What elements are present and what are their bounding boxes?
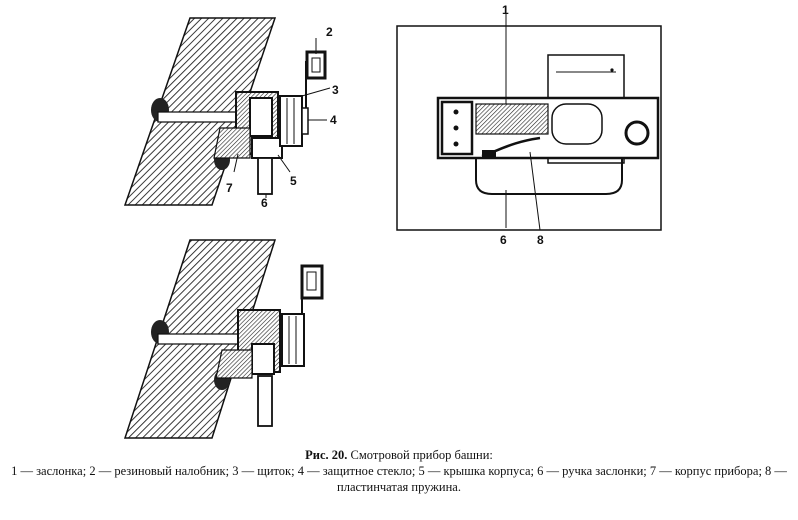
rubber-headrest: [305, 50, 327, 80]
callout-7: 7: [226, 181, 233, 195]
view-front: 1 6 8: [396, 3, 662, 247]
caption-title-line: Рис. 20. Смотровой прибор башни:: [0, 447, 798, 463]
shutter: [249, 97, 273, 137]
protective-glass: [301, 107, 309, 135]
callout-1: 1: [502, 3, 509, 17]
shutter-hatched: [475, 103, 549, 135]
shutter-handle: [257, 375, 273, 427]
shutter-handle: [257, 157, 273, 195]
callout-8: 8: [537, 233, 544, 247]
figure-caption: Рис. 20. Смотровой прибор башни: 1 — зас…: [0, 447, 798, 495]
figure-drawing: 2 3 4 5 7 6 1 6 8: [123, 3, 662, 439]
device-housing-block: [215, 349, 253, 379]
view-open: [123, 239, 324, 439]
figure-label: Рис. 20.: [305, 448, 348, 462]
slot-window: [551, 103, 603, 145]
handle-loop: [475, 158, 623, 195]
device-housing-block: [213, 127, 251, 159]
shield: [281, 313, 305, 367]
callout-3: 3: [332, 83, 339, 97]
callout-6: 6: [261, 196, 268, 210]
figure-legend: 1 — заслонка; 2 — резиновый налобник; 3 …: [11, 464, 787, 494]
callout-6-front: 6: [500, 233, 507, 247]
body-cover: [251, 137, 283, 159]
round-knob: [624, 120, 650, 146]
callout-2: 2: [326, 25, 333, 39]
shutter-lowered: [251, 343, 275, 375]
view-closed: 2 3 4 5 7 6: [123, 17, 339, 210]
callout-4: 4: [330, 113, 337, 127]
rubber-headrest: [300, 264, 324, 300]
shield: [279, 95, 303, 147]
callout-5: 5: [290, 174, 297, 188]
figure-title: Смотровой прибор башни:: [350, 448, 493, 462]
